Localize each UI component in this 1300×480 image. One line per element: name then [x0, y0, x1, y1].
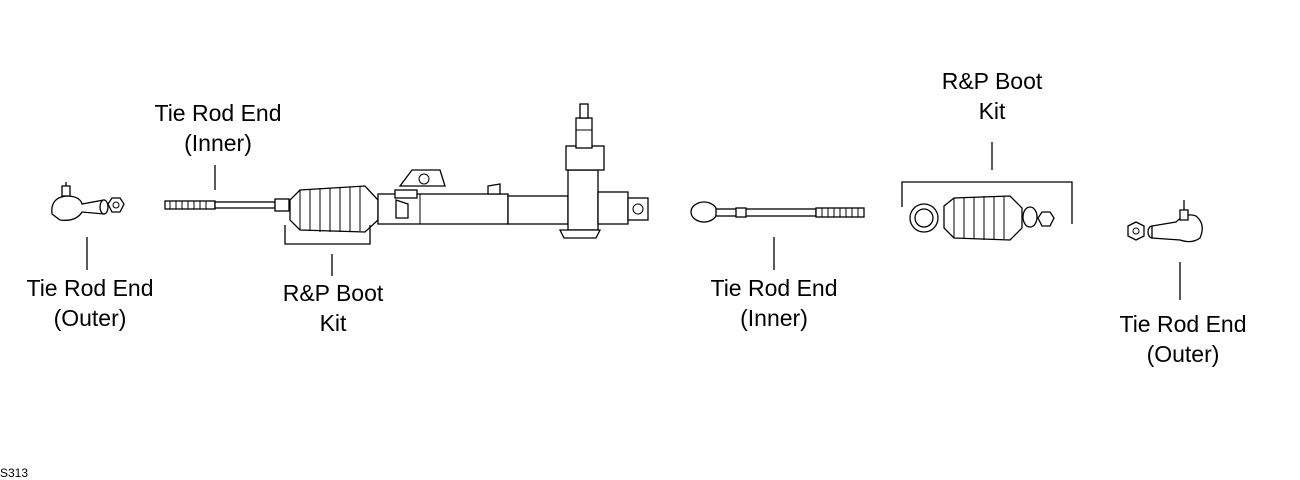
label-boot-kit-left: R&P Boot Kit: [233, 278, 433, 338]
label-line-2: (Outer): [1146, 341, 1220, 367]
label-line-1: Tie Rod End: [154, 100, 282, 126]
label-line-1: Tie Rod End: [710, 275, 838, 301]
diagram-code: S313: [0, 466, 29, 480]
label-line-1: R&P Boot: [282, 280, 384, 306]
label-inner-tie-rod-end-right: Tie Rod End (Inner): [674, 273, 874, 333]
label-line-2: Kit: [978, 98, 1006, 124]
outer-tie-rod-end-right-part: [1127, 200, 1203, 243]
outer-tie-rod-end-left-part: [51, 182, 125, 221]
label-inner-tie-rod-end-left: Tie Rod End (Inner): [118, 98, 318, 158]
boot-kit-right-part: [909, 195, 1055, 241]
label-line-2: (Inner): [740, 305, 808, 331]
label-outer-tie-rod-end-left: Tie Rod End (Outer): [0, 273, 190, 333]
label-outer-tie-rod-end-right: Tie Rod End (Outer): [1083, 309, 1283, 369]
bracket-boot-left: [284, 225, 371, 245]
steering-rack-assembly: [289, 103, 649, 239]
label-line-1: R&P Boot: [941, 68, 1043, 94]
label-line-1: Tie Rod End: [26, 275, 154, 301]
inner-tie-rod-right-part: [690, 201, 865, 223]
label-boot-kit-right: R&P Boot Kit: [892, 66, 1092, 126]
bracket-boot-right: [901, 181, 1073, 224]
label-line-2: Kit: [319, 310, 347, 336]
label-line-2: (Outer): [53, 305, 127, 331]
inner-tie-rod-left-part: [164, 198, 290, 212]
label-line-2: (Inner): [184, 130, 252, 156]
label-line-1: Tie Rod End: [1119, 311, 1247, 337]
